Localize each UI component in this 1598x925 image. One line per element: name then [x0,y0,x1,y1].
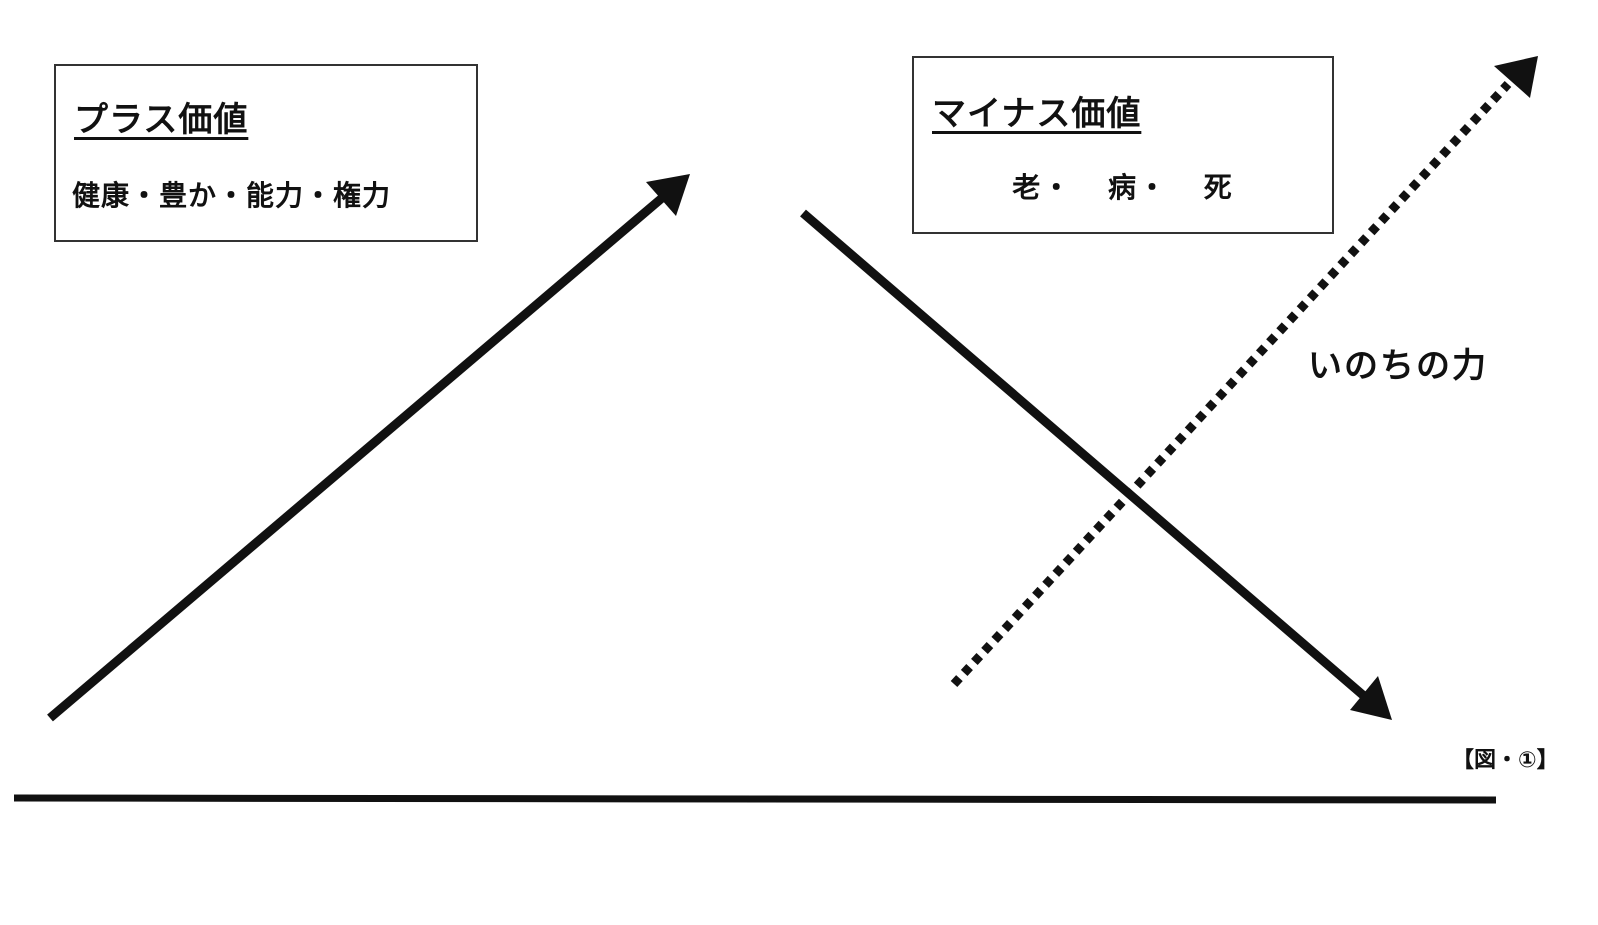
falling-arrow-head [1350,676,1392,720]
life-force-label: いのちの力 [1308,346,1488,386]
minus-value-box: マイナス価値 老・ 病・ 死 [912,56,1334,234]
figure-label: 【図・①】 [1452,748,1559,773]
minus-value-title: マイナス価値 [932,94,1142,134]
plus-value-box: プラス価値 健康・豊か・能力・権力 [54,64,478,242]
life-force-arrow-line [950,80,1512,688]
falling-arrow-line [800,209,1367,700]
plus-value-title: プラス価値 [74,100,249,140]
plus-value-items: 健康・豊か・能力・権力 [72,179,392,212]
baseline [13,794,1497,804]
life-force-arrow-head [1494,56,1538,98]
rising-arrow-line [47,194,665,722]
rising-arrow-head [646,174,690,216]
minus-value-items: 老・ 病・ 死 [1012,171,1234,204]
